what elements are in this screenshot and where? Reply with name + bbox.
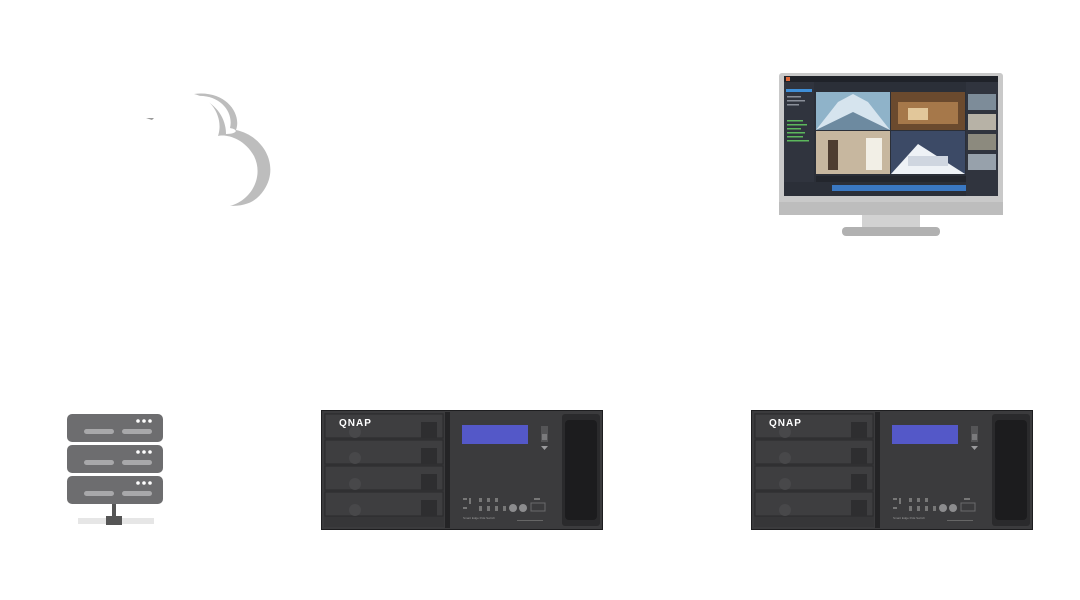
appliance-brand-logo: QNAP — [339, 418, 372, 429]
server-unit — [67, 476, 163, 504]
appliance-brand-logo: QNAP — [769, 418, 802, 429]
network-appliance-right: QNAP Smart Edge PoE Switch — [751, 410, 1033, 530]
appliance-caption: Smart Edge PoE Switch — [463, 516, 496, 520]
server-unit — [67, 414, 163, 442]
network-appliance-left: QNAP Smart Edge PoE Switch — [321, 410, 603, 530]
cloud-icon — [146, 93, 271, 206]
server-unit — [67, 445, 163, 473]
server-stack — [66, 414, 166, 528]
appliance-caption: Smart Edge PoE Switch — [893, 516, 926, 520]
monitor — [778, 72, 1004, 242]
